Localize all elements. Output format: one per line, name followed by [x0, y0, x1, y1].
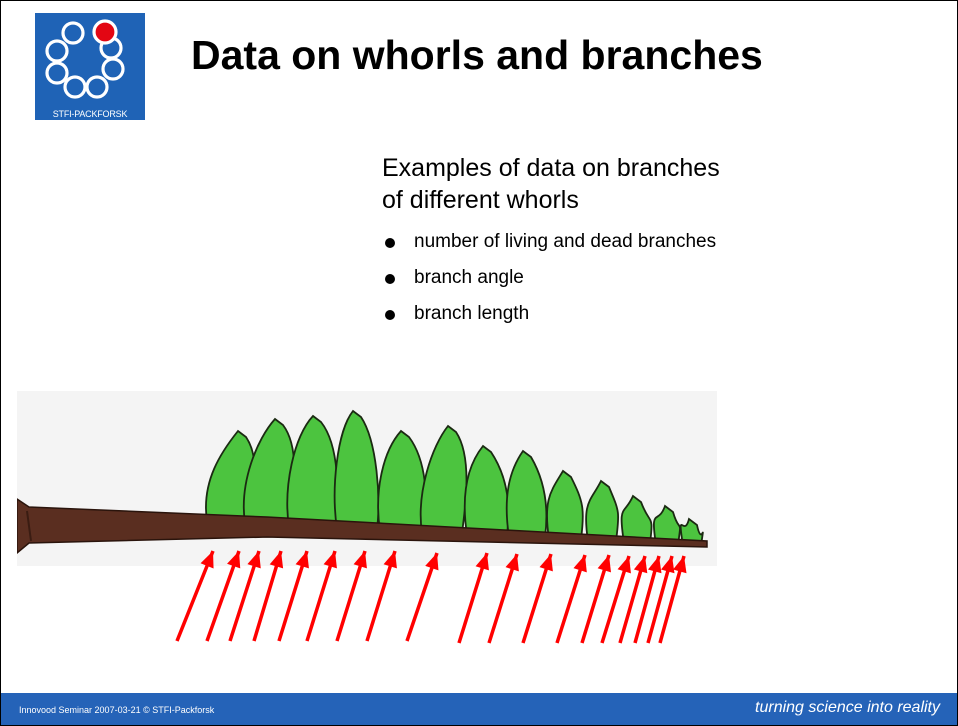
- bullet-icon: [385, 310, 395, 320]
- bullet-item: branch angle: [385, 263, 716, 299]
- pointer-arrow: [335, 550, 367, 642]
- pointer-arrow: [521, 553, 553, 644]
- logo-rings-icon: [45, 19, 125, 99]
- bullet-icon: [385, 274, 395, 284]
- pointer-arrow: [205, 550, 241, 642]
- branch-frond: [585, 479, 620, 542]
- pointer-arrow: [365, 550, 397, 642]
- pointer-arrow: [646, 555, 675, 644]
- footer-seminar-text: Innovood Seminar 2007-03-21 © STFI-Packf…: [19, 705, 215, 715]
- pointer-arrow: [252, 550, 284, 642]
- arrow-group: [175, 550, 687, 644]
- foliage-group: [205, 409, 704, 547]
- intro-line-2: of different whorls: [382, 186, 579, 214]
- bullet-text: branch length: [414, 303, 530, 324]
- bullet-icon: [385, 238, 395, 248]
- bullet-text: branch angle: [414, 267, 524, 288]
- pointer-arrow: [405, 552, 439, 642]
- pointer-arrow: [555, 554, 587, 644]
- pointer-arrow: [228, 550, 261, 642]
- pointer-arrow: [305, 550, 337, 642]
- tree-branch-illustration: [17, 391, 717, 644]
- pointer-arrow: [658, 555, 687, 644]
- pointer-arrow: [580, 554, 611, 644]
- branch-frond: [546, 469, 584, 540]
- pointer-arrow: [175, 550, 215, 642]
- bullet-item: branch length: [385, 299, 716, 335]
- pointer-arrow: [277, 550, 309, 642]
- pointer-arrow: [618, 555, 648, 644]
- logo-text: STFI-PACKFORSK: [52, 109, 128, 119]
- bullet-item: number of living and dead branches: [385, 227, 716, 263]
- intro-text: Examples of data on branches of differen…: [382, 152, 720, 216]
- stem-group: [17, 498, 708, 554]
- pointer-arrow: [487, 553, 519, 644]
- footer-bar: Innovood Seminar 2007-03-21 © STFI-Packf…: [1, 693, 957, 725]
- branch-frond: [620, 494, 653, 544]
- slide-title: Data on whorls and branches: [191, 32, 763, 78]
- bullet-list: number of living and dead branches branc…: [385, 227, 716, 335]
- pointer-arrow: [457, 552, 489, 644]
- pointer-arrow: [600, 555, 631, 644]
- branch-frond: [653, 504, 681, 546]
- tree-stem: [17, 498, 708, 554]
- pointer-arrow: [633, 555, 662, 644]
- intro-line-1: Examples of data on branches: [382, 154, 720, 182]
- stem-cut-end: [26, 510, 32, 542]
- stfi-packforsk-logo: STFI-PACKFORSK: [35, 13, 145, 120]
- bullet-text: number of living and dead branches: [414, 231, 717, 252]
- footer-tagline: turning science into reality: [755, 699, 940, 716]
